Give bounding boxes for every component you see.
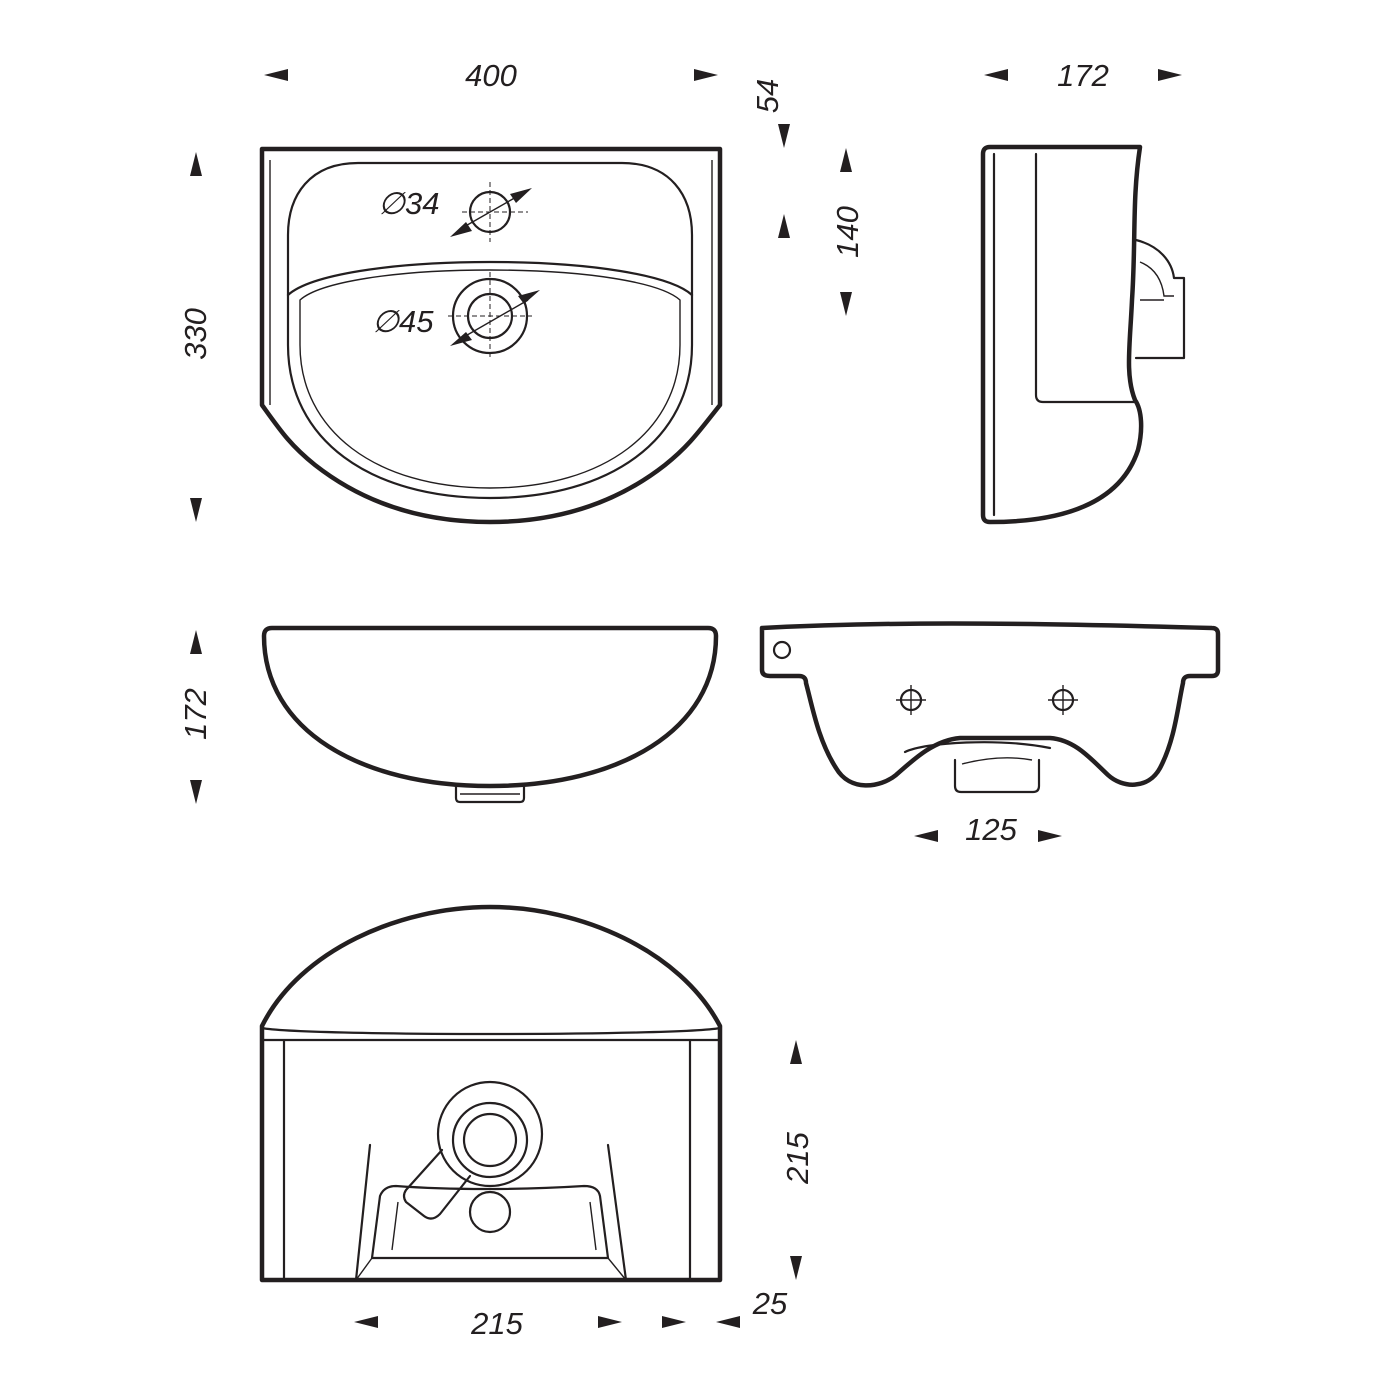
side-view-bowl-inner (1034, 152, 1137, 404)
tap-hole-arrow-icon (450, 222, 472, 237)
back-view-mount-hole (772, 640, 792, 660)
back-view-tap-hole-left (896, 685, 926, 715)
dim-arrow-icon (778, 124, 790, 148)
back-view-tap-hole-right (1048, 685, 1078, 715)
dim-arrow-icon (190, 152, 202, 176)
side-view-waste-fitting (1134, 238, 1186, 360)
tap-hole-diameter-label: ∅34 (378, 186, 440, 221)
dim-arrow-icon (598, 1316, 622, 1328)
side-view-waste-fitting-inner (1139, 261, 1174, 301)
dim-arrow-icon (790, 1040, 802, 1064)
front-view: 172 (178, 625, 719, 804)
dim-arrow-icon (190, 630, 202, 654)
tap-hole-arrow-icon (510, 188, 532, 203)
dim-front-height: 172 (178, 688, 213, 740)
tap-hole (450, 182, 532, 242)
bottom-view-waste-fitting (402, 1080, 544, 1234)
top-view-inner-bowl (299, 269, 681, 489)
bottom-view: 215 215 25 (259, 904, 815, 1341)
back-view-outline (759, 621, 1221, 788)
drain-hole-arrow-icon (450, 332, 472, 346)
top-view-outline (259, 146, 723, 525)
dim-arrow-icon (1038, 830, 1062, 842)
dim-arrow-icon (694, 69, 718, 81)
dim-arrow-icon (840, 292, 852, 316)
top-view-bowl-rim (286, 161, 694, 500)
top-view-basin-edge (286, 260, 694, 297)
bottom-view-pedestal-recess (354, 1143, 628, 1282)
drain-hole (448, 272, 540, 360)
dim-back-span: 125 (965, 812, 1017, 847)
bottom-view-outline (259, 904, 723, 1283)
dim-arrow-icon (716, 1316, 740, 1328)
dim-bottom-height: 215 (780, 1131, 815, 1184)
dim-arrow-icon (914, 830, 938, 842)
dim-side-width: 172 (1057, 58, 1109, 93)
dim-bottom-width: 215 (470, 1306, 523, 1341)
dim-arrow-icon (984, 69, 1008, 81)
bottom-view-recess-base (370, 1184, 610, 1260)
bottom-view-inner-frame (260, 1038, 722, 1282)
dim-arrow-icon (778, 214, 790, 238)
dim-arrow-icon (840, 148, 852, 172)
front-view-drain-outlet (454, 784, 526, 804)
back-view-bowl-recess (903, 741, 1052, 754)
dim-arrow-icon (264, 69, 288, 81)
side-view-outline (980, 144, 1144, 525)
dim-arrow-icon (790, 1256, 802, 1280)
dim-top-height: 330 (178, 308, 213, 360)
drain-hole-diameter-label: ∅45 (372, 304, 434, 339)
dim-side-height: 140 (830, 206, 865, 258)
dim-arrow-icon (662, 1316, 686, 1328)
dim-top-offset: 54 (750, 79, 785, 113)
side-view: 172 140 (830, 58, 1186, 525)
drain-hole-arrow-icon (518, 290, 540, 304)
front-view-outline (261, 625, 719, 789)
back-view-drain-fitting (953, 758, 1041, 794)
bottom-view-back-edge (260, 1026, 722, 1036)
dim-top-width: 400 (465, 58, 517, 93)
dim-arrow-icon (190, 498, 202, 522)
bottom-view-overflow-hole (468, 1190, 512, 1234)
dim-arrow-icon (190, 780, 202, 804)
top-view: ∅34 ∅45 400 54 330 (178, 58, 790, 525)
dim-bottom-offset: 25 (752, 1286, 788, 1321)
dim-arrow-icon (1158, 69, 1182, 81)
dim-arrow-icon (354, 1316, 378, 1328)
back-view: 125 (759, 621, 1221, 847)
